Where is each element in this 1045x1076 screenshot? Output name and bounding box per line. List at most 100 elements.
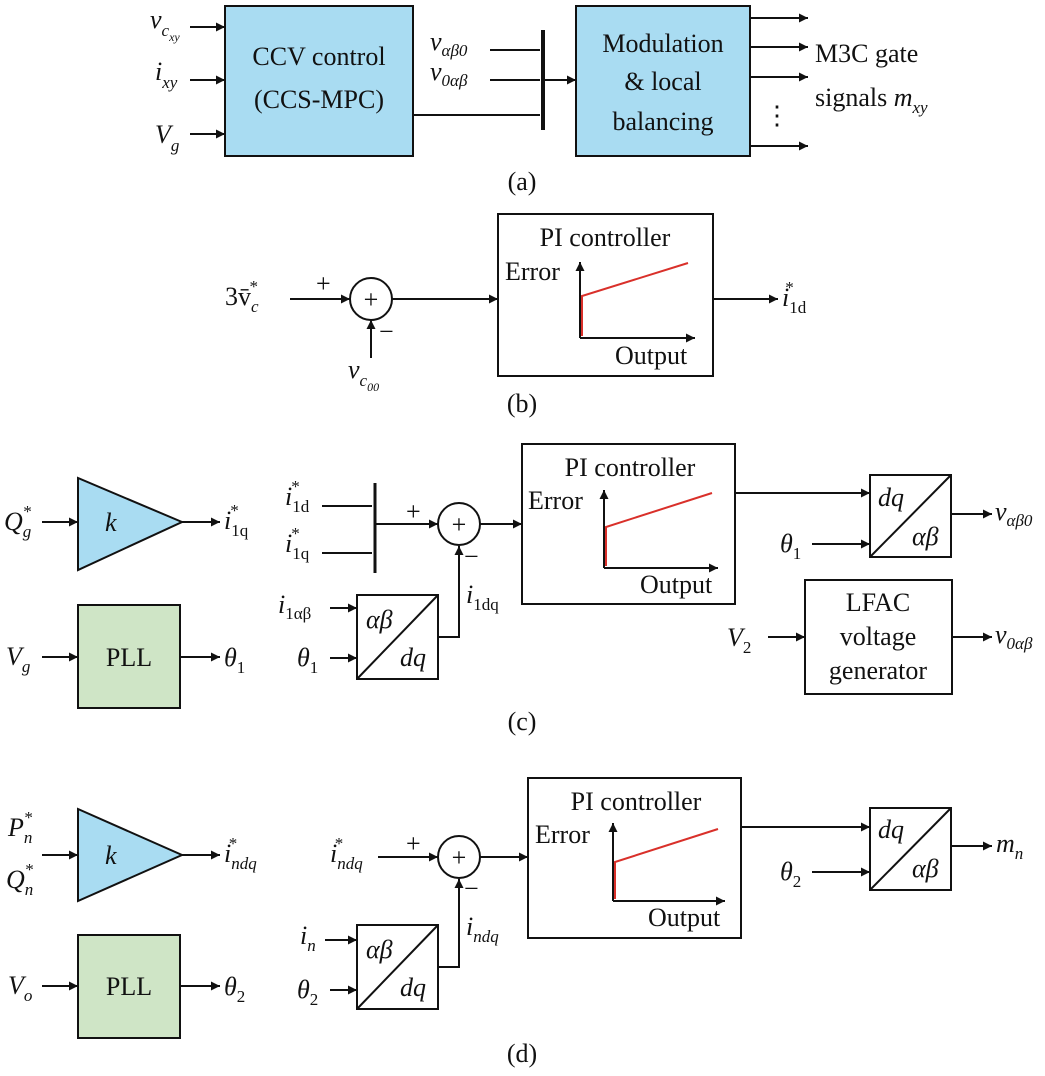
inv-transform-diagonal-c <box>869 474 952 558</box>
panel-b: 3v̄c* + + − vc00 PI controller Error Out… <box>225 213 807 418</box>
label-indq-fb: indq <box>466 912 499 946</box>
caption-c: (c) <box>508 707 537 736</box>
gain-k-label-d: k <box>105 841 117 870</box>
gate-signals-label-2: signals mxy <box>815 83 928 117</box>
pi-controller-block-d <box>527 777 742 939</box>
plus-sign-c: + <box>406 497 421 526</box>
label-i1dq: i1dq <box>466 580 499 614</box>
out-theta2: θ2 <box>224 972 245 1006</box>
panel-c: Qg* k i1q* Vg PLL θ1 i1d* i1q* + + − i1α… <box>4 443 1033 736</box>
ref-i1q: i1q* <box>285 524 310 563</box>
label-v-ab0: vαβ0 <box>430 27 468 60</box>
inv-transform-diagonal-d <box>869 807 952 891</box>
pi-title-c: PI controller <box>565 453 696 482</box>
pi-title-b: PI controller <box>540 223 671 252</box>
in-Qn: Qn* <box>6 860 34 899</box>
ccv-control-block <box>224 5 414 157</box>
lfac-generator-block <box>804 579 953 695</box>
in-theta1-right: θ1 <box>780 529 801 563</box>
pll-label-d: PLL <box>106 972 152 1001</box>
inv-transform-dq-c: dq <box>878 483 904 512</box>
minus-sign-c: − <box>464 542 479 571</box>
modulation-label-2: & local <box>624 67 701 96</box>
input-v-g: Vg <box>155 120 179 155</box>
caption-a: (a) <box>508 167 537 196</box>
pi-output-d: Output <box>648 903 721 932</box>
transform-dq-d: dq <box>400 973 426 1002</box>
minus-sign-d: − <box>464 874 479 903</box>
plus-sign-d: + <box>406 829 421 858</box>
minus-sign-b: − <box>379 317 394 346</box>
panel-a: CCV control (CCS-MPC) vcxy ixy Vg vαβ0 v… <box>150 5 928 196</box>
pi-error-b: Error <box>505 257 560 286</box>
pll-label-c: PLL <box>106 643 152 672</box>
caption-d: (d) <box>507 1039 537 1068</box>
pi-output-c: Output <box>640 570 713 599</box>
out-mn: mn <box>996 829 1023 863</box>
pi-title-d: PI controller <box>571 787 702 816</box>
modulation-label-1: Modulation <box>602 29 723 58</box>
pi-controller-block-c <box>521 443 736 605</box>
transform-dq-c: dq <box>400 643 426 672</box>
panel-d: Pn* Qn* k indq* Vo PLL θ2 indq* + + − in… <box>6 777 1023 1068</box>
in-i1ab: i1αβ <box>278 590 311 623</box>
transform-diagonal-d <box>356 924 439 1010</box>
gate-signals-label-1: M3C gate <box>815 39 918 68</box>
in-V2: V2 <box>727 623 751 657</box>
feedback-arrow-d <box>438 879 464 968</box>
pi-curve-c <box>605 492 713 566</box>
feedback-arrow-c <box>438 546 464 638</box>
ref-3vc: 3v̄c* <box>225 277 259 316</box>
inv-transform-ab-c: αβ <box>912 522 939 551</box>
ref-indq: indq* <box>330 834 363 873</box>
in-Pn: Pn* <box>7 808 33 847</box>
gate-dots: ⋮ <box>764 101 790 130</box>
out-indq: indq* <box>224 834 257 873</box>
modulation-label-3: balancing <box>612 107 713 136</box>
ref-i1d: i1d* <box>285 477 310 516</box>
pi-controller-block-b <box>497 213 714 377</box>
lfac-label-3: generator <box>829 656 928 685</box>
modulation-block <box>575 5 751 157</box>
pi-error-d: Error <box>535 820 590 849</box>
gain-k-label-c: k <box>105 508 117 537</box>
out-theta1: θ1 <box>224 643 245 677</box>
transform-ab-c: αβ <box>366 605 393 634</box>
pll-block-d <box>77 934 181 1039</box>
pi-curve-b <box>581 262 689 336</box>
out-i1d: i1d* <box>782 278 807 317</box>
transform-diagonal-c <box>356 594 439 680</box>
lfac-label-2: voltage <box>840 622 917 651</box>
out-v-0ab: v0αβ <box>995 620 1033 653</box>
ccv-control-sublabel: (CCS-MPC) <box>254 85 384 114</box>
lfac-label-1: LFAC <box>846 588 911 617</box>
pi-output-b: Output <box>615 341 688 370</box>
ccv-control-label: CCV control <box>252 42 385 71</box>
caption-b: (b) <box>507 389 537 418</box>
in-Vo: Vo <box>8 971 32 1005</box>
input-i-xy: ixy <box>155 57 178 92</box>
label-v-0ab: v0αβ <box>430 57 468 90</box>
pll-block-c <box>77 604 181 709</box>
out-i1q: i1q* <box>224 501 249 540</box>
gain-k-block-c <box>77 476 185 572</box>
inv-transform-dq-d: dq <box>878 815 904 844</box>
plus-sign-b: + <box>316 269 331 298</box>
gain-k-block-d <box>77 807 185 903</box>
sum-symbol-d: + <box>452 843 467 872</box>
in-theta1-c: θ1 <box>297 643 318 677</box>
in-theta2-right: θ2 <box>780 857 801 891</box>
inv-transform-ab-d: αβ <box>912 854 939 883</box>
in-in: in <box>300 921 316 955</box>
in-theta2-d: θ2 <box>297 975 318 1009</box>
in-Qg: Qg* <box>4 502 32 541</box>
input-v-cxy: vcxy <box>150 5 180 44</box>
sum-symbol-b: + <box>364 285 379 314</box>
fb-vc00: vc00 <box>348 355 379 394</box>
pi-curve-d <box>614 828 719 899</box>
transform-ab-d: αβ <box>366 935 393 964</box>
in-Vg-c: Vg <box>6 642 30 676</box>
pi-error-c: Error <box>528 486 583 515</box>
